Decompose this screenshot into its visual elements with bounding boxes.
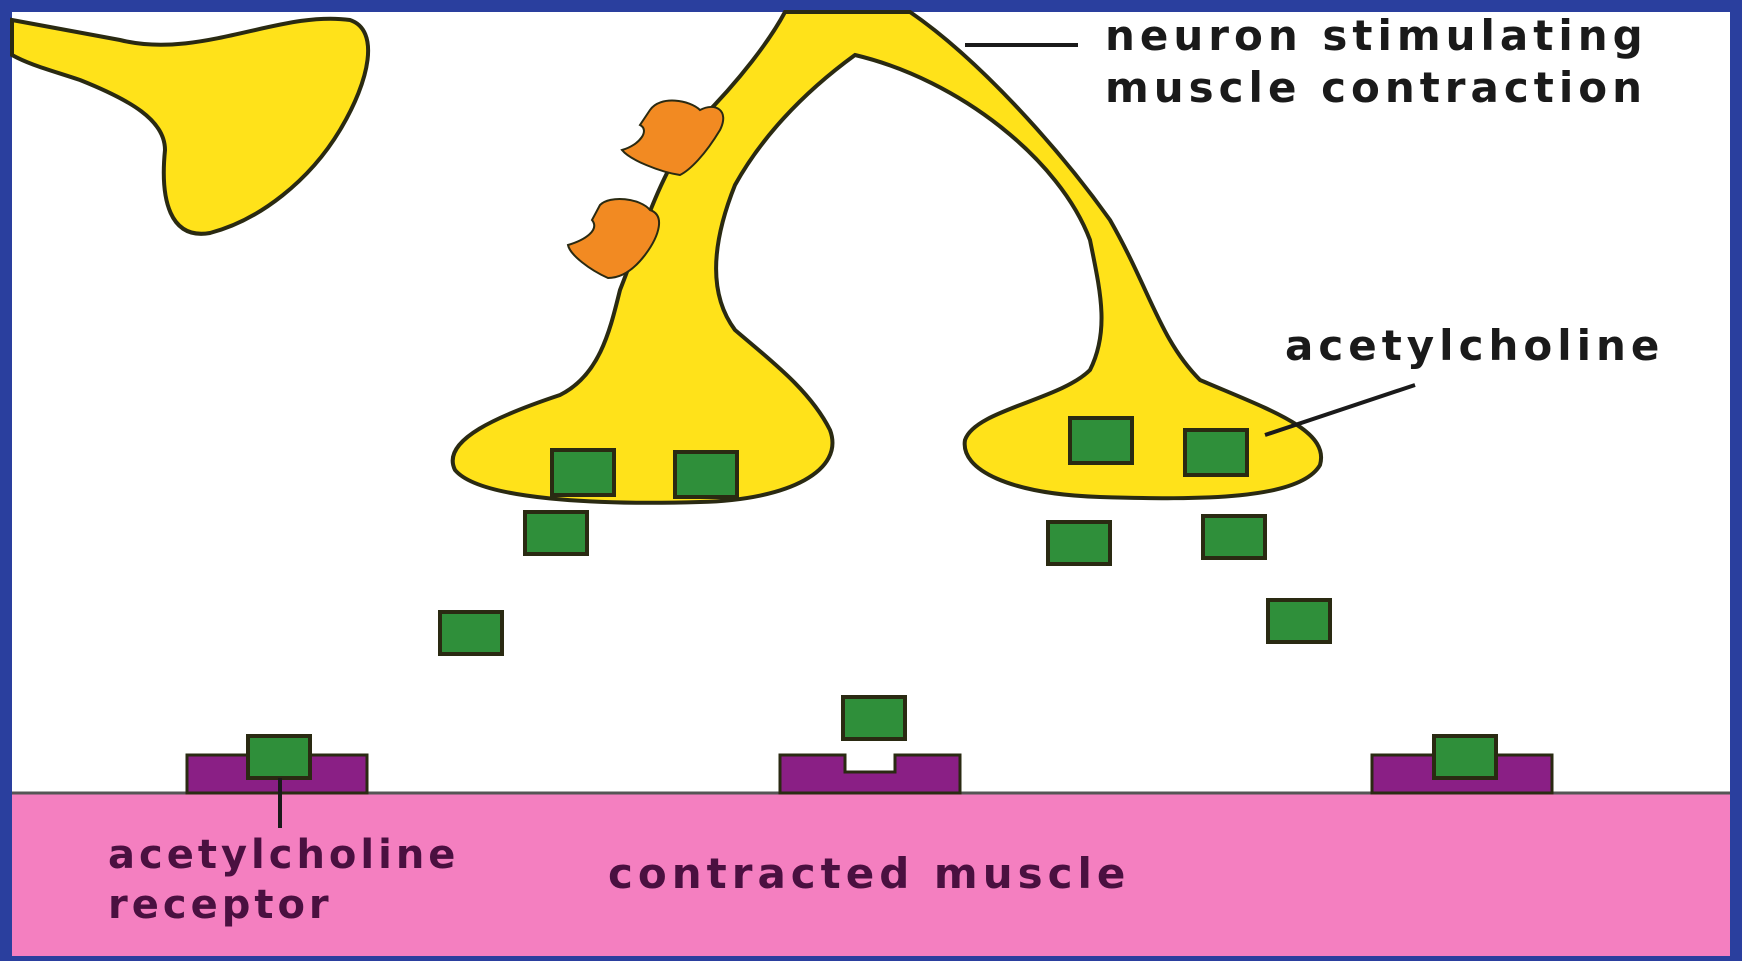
label-neuron-line1: neuron stimulating <box>1105 11 1648 60</box>
acetylcholine-molecule <box>525 512 587 554</box>
acetylcholine-molecule <box>843 697 905 739</box>
acetylcholine-molecule <box>440 612 502 654</box>
acetylcholine-molecule <box>1203 516 1265 558</box>
acetylcholine-molecule-bound <box>1434 736 1496 778</box>
acetylcholine-molecule <box>1048 522 1110 564</box>
acetylcholine-molecule-bound <box>248 736 310 778</box>
acetylcholine-molecule <box>1070 418 1132 463</box>
acetylcholine-molecule <box>552 450 614 495</box>
label-muscle: contracted muscle <box>608 849 1130 898</box>
label-receptor-line1: acetylcholine <box>108 832 459 878</box>
acetylcholine-molecule <box>1185 430 1247 475</box>
acetylcholine-molecule <box>1268 600 1330 642</box>
label-acetylcholine: acetylcholine <box>1285 321 1664 370</box>
label-receptor-line2: receptor <box>108 882 333 928</box>
acetylcholine-molecule <box>675 452 737 497</box>
label-neuron-line2: muscle contraction <box>1105 63 1647 112</box>
